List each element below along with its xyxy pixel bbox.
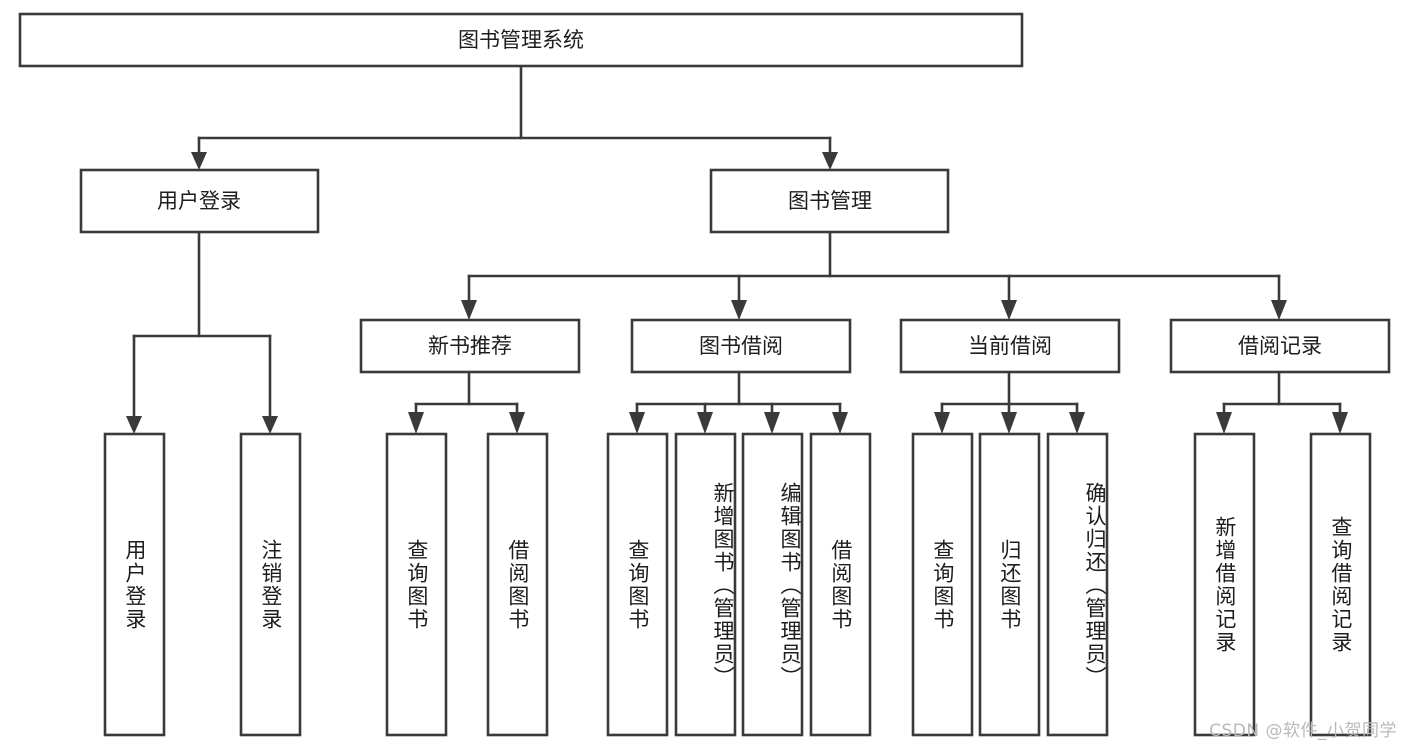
arrow-head-currentborrow-leaf-3 xyxy=(1069,412,1085,434)
node-box-leaf-edit-book-admin[interactable] xyxy=(741,432,804,737)
arrow-head-currentborrow-leaf-1 xyxy=(934,412,950,434)
arrow-head-leaf-logout xyxy=(262,416,278,434)
node-box-leaf-borrow-book-2[interactable] xyxy=(809,432,872,737)
watermark-text: CSDN @软件_小贺同学 xyxy=(1209,721,1397,741)
node-box-leaf-query-book-1[interactable] xyxy=(385,432,448,737)
node-box-leaf-query-book-3[interactable] xyxy=(911,432,974,737)
node-box-book-management[interactable] xyxy=(709,168,950,234)
node-box-leaf-add-book-admin[interactable] xyxy=(674,432,737,737)
arrow-head-book-mgmt xyxy=(822,152,838,170)
node-box-leaf-logout[interactable] xyxy=(239,432,302,737)
arrow-head-new-book-rec xyxy=(461,300,477,320)
node-box-new-book-recommend[interactable] xyxy=(359,318,581,374)
arrow-head-borrow-record xyxy=(1271,300,1287,320)
arrow-head-currentborrow-leaf-2 xyxy=(1001,412,1017,434)
node-box-leaf-query-borrow-record[interactable] xyxy=(1309,432,1372,737)
node-box-root[interactable] xyxy=(18,12,1024,68)
node-box-user-login[interactable] xyxy=(79,168,320,234)
label-book-borrow: 图书借阅 xyxy=(699,334,783,358)
arrow-head-user-login xyxy=(191,152,207,170)
arrow-head-borrowrecord-leaf-2 xyxy=(1332,412,1348,434)
node-box-current-borrow[interactable] xyxy=(899,318,1121,374)
node-box-leaf-return-book[interactable] xyxy=(978,432,1041,737)
arrow-head-leaf-user-login xyxy=(126,416,142,434)
connector-layer xyxy=(126,64,1348,434)
node-box-leaf-borrow-book-1[interactable] xyxy=(486,432,549,737)
arrow-head-book-borrow xyxy=(731,300,747,320)
label-book-management: 图书管理 xyxy=(788,189,872,213)
arrow-head-bookborrow-leaf-2 xyxy=(697,412,713,434)
arrow-head-newbook-leaf-2 xyxy=(509,412,525,434)
node-box-leaf-user-login[interactable] xyxy=(103,432,166,737)
node-box-book-borrow[interactable] xyxy=(630,318,852,374)
node-box-leaf-add-borrow-record[interactable] xyxy=(1193,432,1256,737)
label-user-login: 用户登录 xyxy=(157,189,241,213)
node-box-leaf-confirm-return-admin[interactable] xyxy=(1046,432,1109,737)
node-box-leaf-query-book-2[interactable] xyxy=(606,432,669,737)
horizontal-label-layer: 图书管理系统 用户登录 图书管理 新书推荐 图书借阅 当前借阅 借阅记录 xyxy=(157,28,1322,358)
arrow-head-bookborrow-leaf-1 xyxy=(629,412,645,434)
arrow-head-current-borrow xyxy=(1001,300,1017,320)
arrow-head-bookborrow-leaf-3 xyxy=(764,412,780,434)
arrow-head-newbook-leaf-1 xyxy=(408,412,424,434)
arrow-head-borrowrecord-leaf-1 xyxy=(1216,412,1232,434)
label-borrow-record: 借阅记录 xyxy=(1238,334,1322,358)
arrow-head-bookborrow-leaf-4 xyxy=(832,412,848,434)
node-box-borrow-record[interactable] xyxy=(1169,318,1391,374)
label-new-book-recommend: 新书推荐 xyxy=(428,334,512,358)
label-root: 图书管理系统 xyxy=(458,28,584,52)
node-layer xyxy=(18,12,1391,737)
label-current-borrow: 当前借阅 xyxy=(968,334,1052,358)
